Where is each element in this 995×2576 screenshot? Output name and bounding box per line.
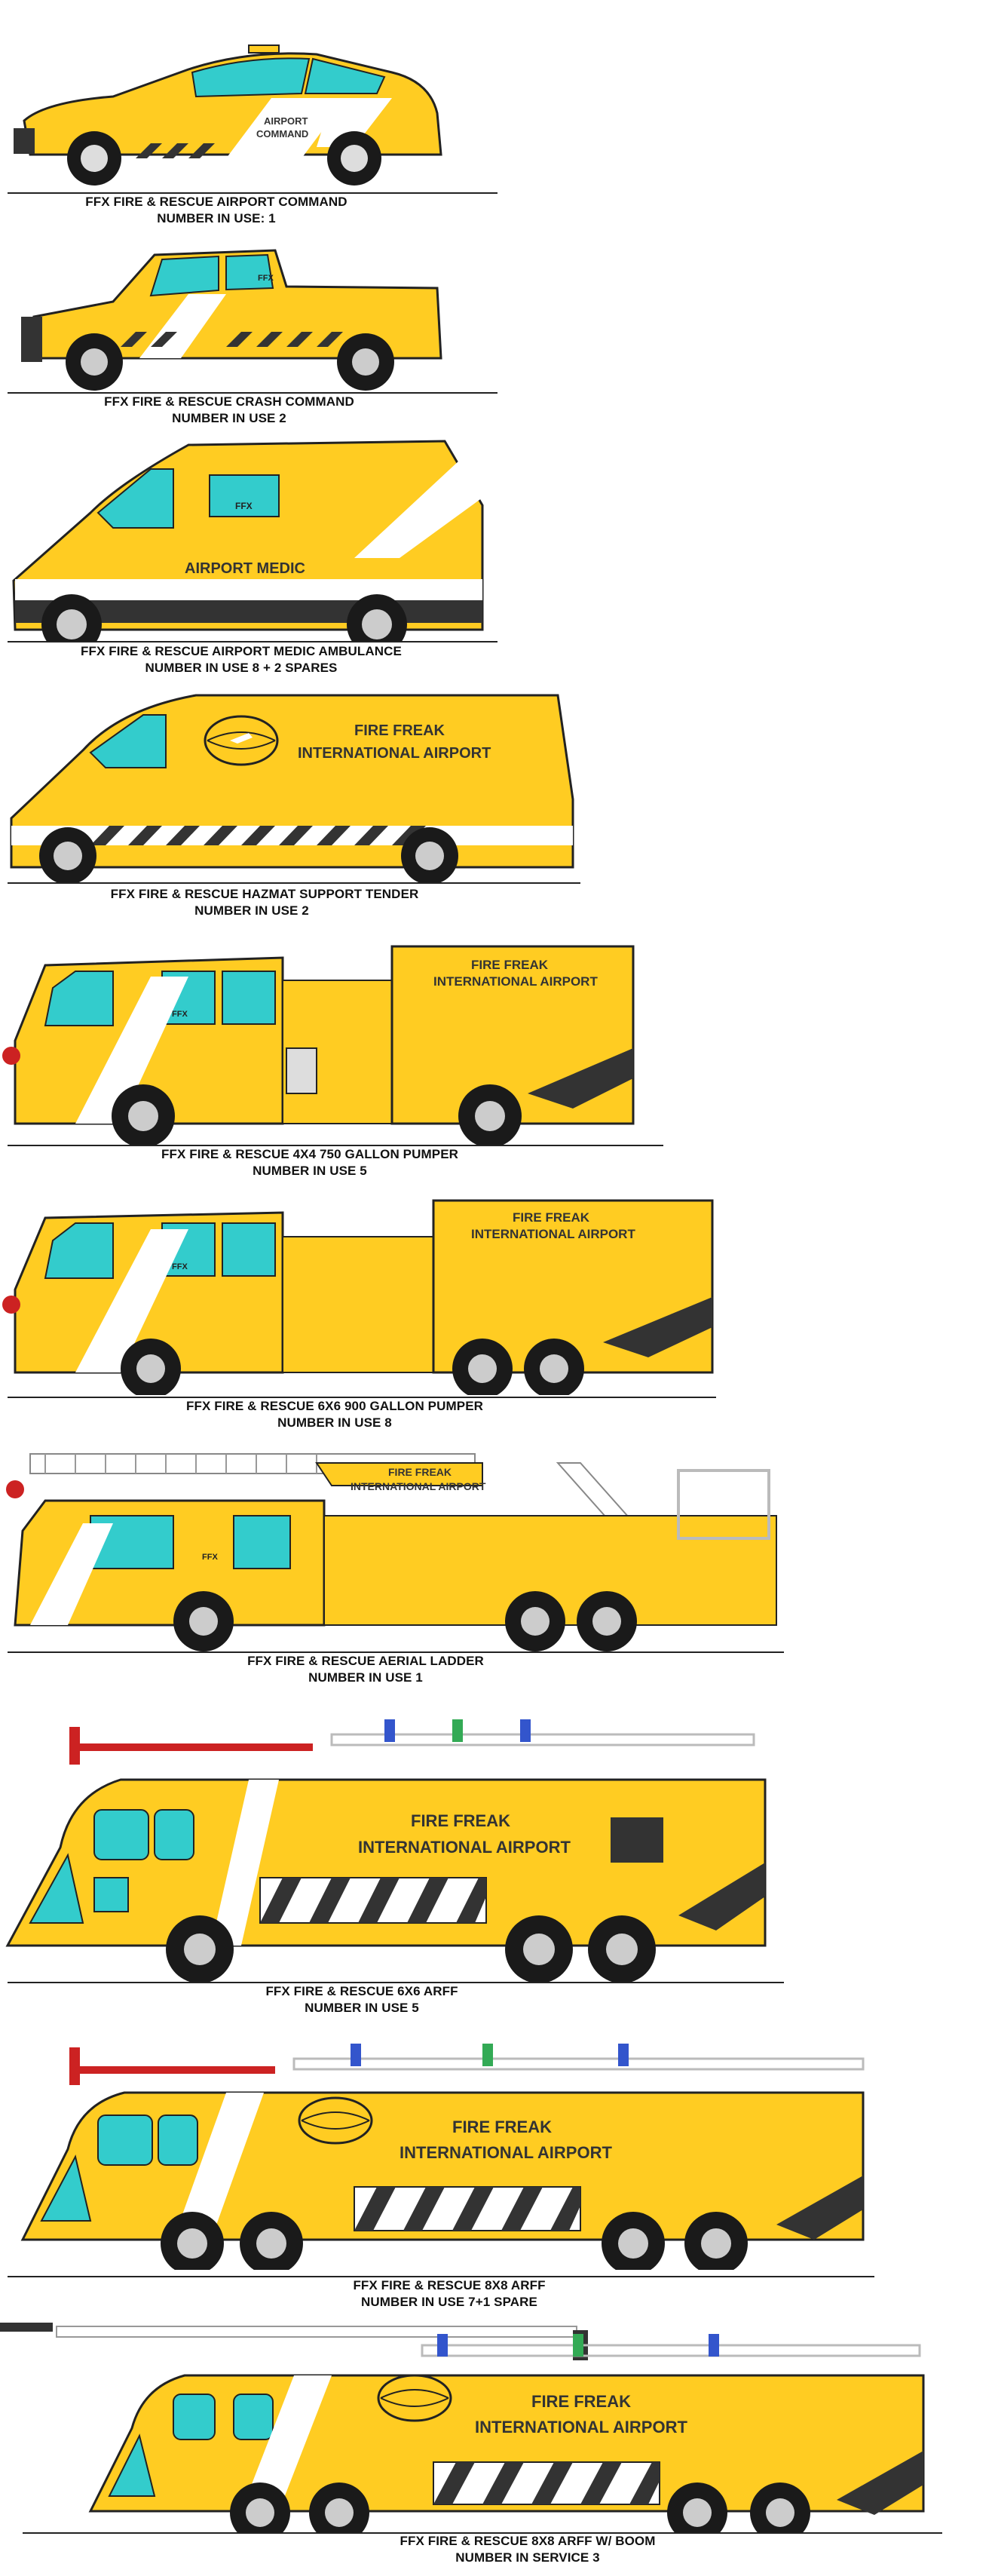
ladder-decal-international-airport: INTERNATIONAL AIRPORT <box>351 1480 486 1492</box>
ground-line <box>8 2276 874 2277</box>
pickup-decal-ffx: FFX <box>258 274 274 283</box>
airport-medic-van-illustration: AIRPORT MEDIC FFX <box>12 440 484 641</box>
hazmat-tender-van-illustration: FIRE FREAK INTERNATIONAL AIRPORT <box>10 694 574 882</box>
arff8-decal-international-airport: INTERNATIONAL AIRPORT <box>400 2143 612 2162</box>
arff8boom-decal-international-airport: INTERNATIONAL AIRPORT <box>475 2418 687 2436</box>
vehicle-section-pumper-4x4: FIRE FREAK INTERNATIONAL AIRPORT FFX FFX… <box>0 935 995 1191</box>
hazmat-decal-fire-freak: FIRE FREAK <box>354 722 445 739</box>
vehicle-caption-title: FFX FIRE & RESCUE CRASH COMMAND <box>104 394 354 409</box>
vehicle-caption-title: FFX FIRE & RESCUE 8X8 ARFF W/ BOOM <box>400 2534 656 2548</box>
ladder-decal-fire-freak: FIRE FREAK <box>388 1466 452 1478</box>
vehicle-caption-title: FFX FIRE & RESCUE AERIAL LADDER <box>247 1654 484 1668</box>
ground-line <box>23 2532 942 2534</box>
vehicle-section-crash-command: FFX FFX FIRE & RESCUE CRASH COMMAND NUMB… <box>0 234 995 430</box>
arff6-decal-fire-freak: FIRE FREAK <box>411 1811 510 1830</box>
vehicle-caption-title: FFX FIRE & RESCUE AIRPORT MEDIC AMBULANC… <box>81 644 402 658</box>
ground-line <box>8 392 498 394</box>
medic-decal-ffx: FFX <box>235 501 253 511</box>
vehicle-section-airport-command: AIRPORT COMMAND FFX FIRE & RESCUE AIRPOR… <box>0 0 995 234</box>
vehicle-caption-title: FFX FIRE & RESCUE 6X6 ARFF <box>265 1984 458 1998</box>
pumper4-decal-ffx: FFX <box>172 1010 188 1019</box>
airport-command-sedan-illustration: AIRPORT COMMAND <box>14 44 442 186</box>
ladder-decal-ffx: FFX <box>202 1553 218 1562</box>
pumper6-decal-fire-freak: FIRE FREAK <box>513 1210 590 1225</box>
vehicle-section-pumper-6x6: FIRE FREAK INTERNATIONAL AIRPORT FFX FFX… <box>0 1191 995 1440</box>
vehicle-section-arff-8x8-boom: FIRE FREAK INTERNATIONAL AIRPORT FFX FIR… <box>0 2315 995 2576</box>
arff6-decal-international-airport: INTERNATIONAL AIRPORT <box>358 1838 571 1857</box>
ground-line <box>8 1397 716 1398</box>
pumper4-decal-fire-freak: FIRE FREAK <box>471 958 549 972</box>
vehicle-caption-count: NUMBER IN USE 8 + 2 SPARES <box>145 661 338 675</box>
arff8boom-decal-fire-freak: FIRE FREAK <box>531 2392 631 2411</box>
pumper4-decal-international-airport: INTERNATIONAL AIRPORT <box>433 974 598 989</box>
pumper6-decal-international-airport: INTERNATIONAL AIRPORT <box>471 1227 635 1241</box>
ground-line <box>8 1145 663 1146</box>
vehicle-section-hazmat-tender: FIRE FREAK INTERNATIONAL AIRPORT FFX FIR… <box>0 679 995 935</box>
vehicle-caption-count: NUMBER IN USE 5 <box>253 1164 367 1178</box>
aerial-ladder-illustration: FIRE FREAK INTERNATIONAL AIRPORT FFX <box>6 1453 777 1651</box>
ground-line <box>8 641 498 642</box>
crash-command-pickup-illustration: FFX <box>21 249 442 391</box>
vehicle-section-airport-medic: AIRPORT MEDIC FFX FFX FIRE & RESCUE AIRP… <box>0 430 995 679</box>
vehicle-caption-count: NUMBER IN USE 7+1 SPARE <box>361 2295 537 2309</box>
vehicle-caption-count: NUMBER IN USE 2 <box>194 903 309 918</box>
ground-line <box>8 1982 784 1983</box>
arff-8x8-boom-illustration: FIRE FREAK INTERNATIONAL AIRPORT <box>0 2323 925 2534</box>
vehicle-caption-count: NUMBER IN USE 5 <box>305 2001 419 2015</box>
vehicle-caption-count: NUMBER IN USE 8 <box>277 1415 392 1430</box>
medic-decal-airport-medic: AIRPORT MEDIC <box>185 560 305 577</box>
ground-line <box>8 1651 784 1653</box>
vehicle-caption-count: NUMBER IN USE 1 <box>308 1670 423 1685</box>
sedan-decal-line-1: AIRPORT <box>264 115 308 127</box>
pumper6-decal-ffx: FFX <box>172 1262 188 1271</box>
pumper-4x4-illustration: FIRE FREAK INTERNATIONAL AIRPORT FFX <box>2 945 635 1146</box>
arff-8x8-illustration: FIRE FREAK INTERNATIONAL AIRPORT <box>20 2044 865 2270</box>
arff-6x6-illustration: FIRE FREAK INTERNATIONAL AIRPORT <box>5 1719 767 1983</box>
vehicle-caption-title: FFX FIRE & RESCUE 4X4 750 GALLON PUMPER <box>161 1147 459 1161</box>
hazmat-decal-international-airport: INTERNATIONAL AIRPORT <box>298 745 491 762</box>
vehicle-caption-title: FFX FIRE & RESCUE 6X6 900 GALLON PUMPER <box>185 1399 484 1413</box>
pumper-6x6-illustration: FIRE FREAK INTERNATIONAL AIRPORT FFX <box>2 1199 714 1395</box>
sedan-decal-line-2: COMMAND <box>256 128 308 140</box>
vehicle-caption-title: FFX FIRE & RESCUE HAZMAT SUPPORT TENDER <box>110 887 419 901</box>
vehicle-caption-count: NUMBER IN SERVICE 3 <box>455 2550 600 2565</box>
ground-line <box>8 882 580 884</box>
vehicle-section-arff-6x6: FIRE FREAK INTERNATIONAL AIRPORT FFX FIR… <box>0 1697 995 2029</box>
ground-line <box>8 192 498 194</box>
vehicle-caption-title: FFX FIRE & RESCUE AIRPORT COMMAND <box>85 195 347 209</box>
vehicle-section-arff-8x8: FIRE FREAK INTERNATIONAL AIRPORT FFX FIR… <box>0 2029 995 2315</box>
vehicle-caption-title: FFX FIRE & RESCUE 8X8 ARFF <box>353 2278 546 2292</box>
vehicle-section-aerial-ladder: FIRE FREAK INTERNATIONAL AIRPORT FFX FFX… <box>0 1440 995 1697</box>
vehicle-caption-count: NUMBER IN USE: 1 <box>157 211 276 225</box>
arff8-decal-fire-freak: FIRE FREAK <box>452 2118 552 2136</box>
vehicle-caption-count: NUMBER IN USE 2 <box>172 411 286 425</box>
